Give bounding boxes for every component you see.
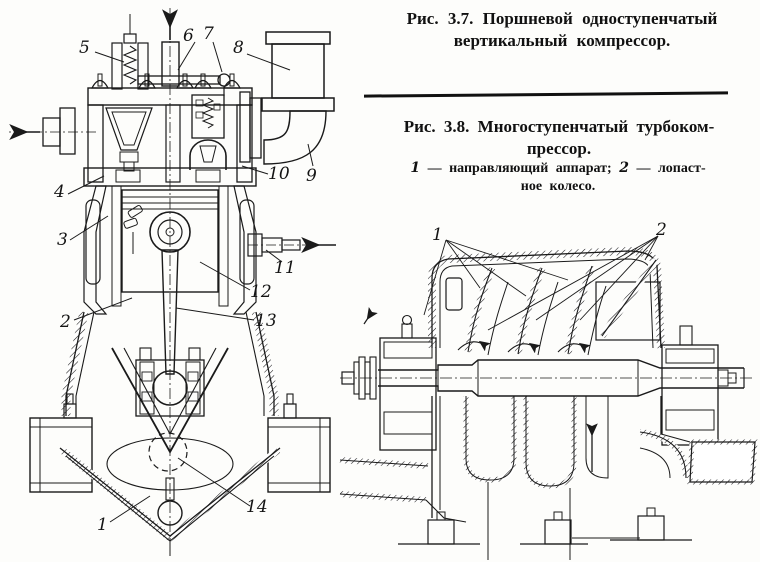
cylinder-head [8, 73, 257, 187]
piston [121, 189, 219, 293]
section-divider-rule [363, 91, 729, 98]
fig37-label-1: 1 [97, 515, 108, 535]
connecting-rod [161, 249, 179, 375]
suction-inlet-stub [247, 233, 336, 257]
suction-funnel [105, 107, 153, 172]
fig37-caption: Рис. 3.7. Поршневой одноступенчатый верт… [366, 8, 758, 52]
fig37-label-12: 12 [250, 282, 272, 302]
cylinder-block [83, 185, 257, 315]
legend-num-1: 1 [410, 160, 421, 176]
fig38-caption: Рис. 3.8. Многоступенчатый турбоком- пре… [366, 116, 752, 160]
legend-num-2: 2 [619, 160, 629, 176]
fig37-piston-compressor-drawing [8, 8, 336, 556]
fig37-label-7: 7 [203, 24, 214, 44]
crankshaft-bearing [135, 347, 205, 417]
crank-web-and-frame [106, 347, 234, 491]
fig37-label-13: 13 [255, 311, 277, 331]
outlet-elbow [639, 429, 758, 485]
fig37-label-2: 2 [60, 312, 71, 332]
fig38-label-2: 2 [656, 220, 667, 240]
fig37-caption-line1: Рис. 3.7. Поршневой одноступенчатый [406, 9, 718, 28]
fig37-label-3: 3 [57, 230, 68, 250]
base-flanges [29, 393, 331, 493]
fig38-leader-lines [423, 235, 659, 331]
legend-text-1: — направляющий аппарат; [420, 161, 620, 176]
fig38-legend: 1 — направляющий аппарат; 2 — лопаст- но… [360, 159, 756, 196]
fig38-legend-line2: ное колесо. [520, 179, 596, 195]
air-filter [261, 31, 335, 112]
fig38-label-1: 1 [432, 225, 443, 245]
fig38-turbocompressor-drawing [339, 235, 758, 560]
mounting-feet [398, 507, 692, 545]
return-channels [463, 396, 609, 560]
fig37-label-6: 6 [183, 26, 194, 46]
fig37-label-4: 4 [54, 182, 65, 202]
left-bearing [379, 314, 437, 451]
fig38-legend-line1: 1 — направляющий аппарат; 2 — лопаст- [360, 159, 756, 178]
head-bolts [90, 73, 242, 89]
discharge-port-left [8, 107, 96, 155]
fig37-label-5: 5 [79, 38, 90, 58]
fig37-label-10: 10 [268, 164, 290, 184]
rotor-shaft [378, 359, 745, 397]
fig37-caption-line2: вертикальный компрессор. [453, 30, 671, 50]
fig37-label-14: 14 [246, 497, 268, 517]
unloader-bar [137, 73, 231, 96]
suction-valve-assembly [111, 14, 149, 90]
discharge-pipe-up [161, 9, 180, 87]
fig38-caption-line1: Рис. 3.8. Многоступенчатый турбоком- [403, 117, 715, 136]
inlet-duct [339, 307, 467, 523]
fig37-label-9: 9 [306, 166, 317, 186]
delivery-valve-chamber [189, 94, 227, 170]
guide-vanes [457, 264, 607, 356]
fig37-leader-lines [67, 41, 314, 523]
fig38-caption-line2: прессор. [526, 138, 592, 158]
fig37-label-11: 11 [274, 258, 296, 278]
right-bearing [661, 325, 737, 446]
coupling [341, 356, 377, 400]
casing [428, 246, 665, 518]
oil-sump [59, 447, 281, 556]
intake-elbow [239, 91, 327, 165]
legend-text-2: — лопаст- [628, 161, 706, 176]
fig37-label-8: 8 [233, 38, 244, 58]
